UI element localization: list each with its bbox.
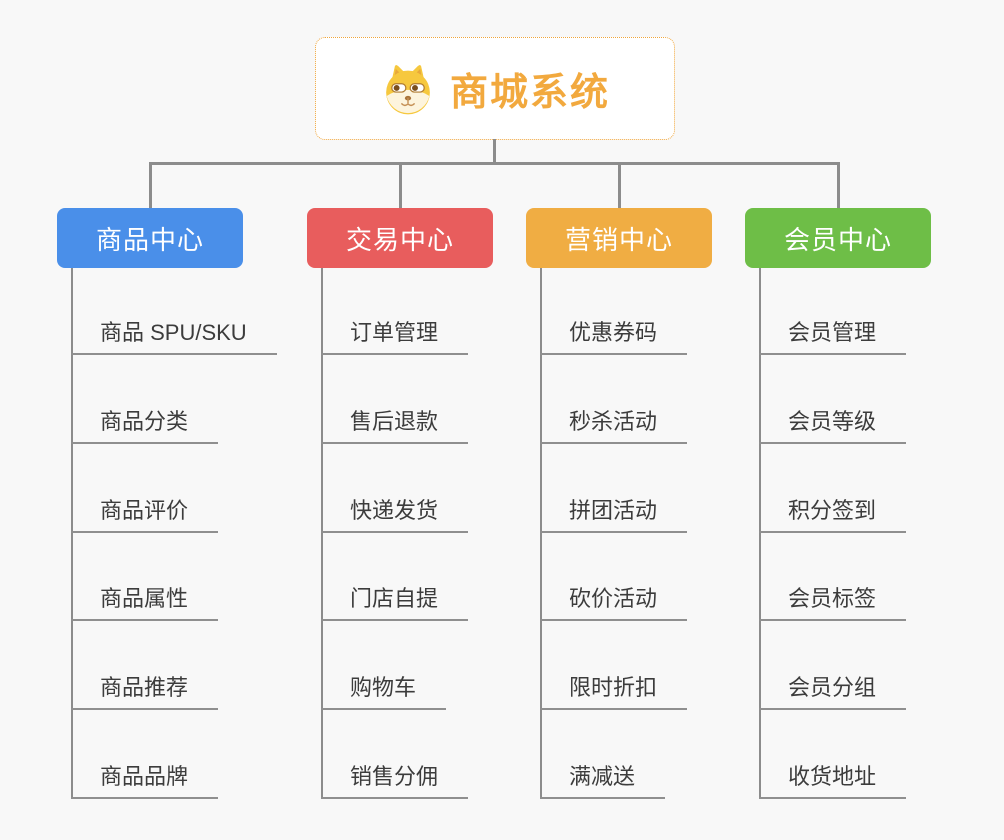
leaf-node[interactable]: 优惠券码 (540, 313, 688, 355)
leaf-node[interactable]: 限时折扣 (540, 668, 688, 711)
branch-header-4[interactable]: 会员中心 (745, 208, 931, 268)
branch-header-2[interactable]: 交易中心 (307, 208, 493, 268)
connector-drop-4 (836, 162, 840, 209)
branch-trunk-line (321, 268, 323, 799)
leaf-node[interactable]: 销售分佣 (321, 757, 469, 799)
leaf-node[interactable]: 秒杀活动 (540, 402, 688, 444)
leaf-node[interactable]: 购物车 (321, 668, 447, 711)
leaf-node[interactable]: 售后退款 (321, 402, 469, 444)
leaf-node[interactable]: 商品属性 (71, 579, 219, 622)
leaf-node[interactable]: 会员标签 (759, 579, 907, 622)
shiba-dog-icon (386, 64, 430, 114)
leaf-node[interactable]: 收货地址 (759, 757, 907, 799)
leaf-node[interactable]: 拼团活动 (540, 491, 688, 533)
leaf-node[interactable]: 会员分组 (759, 668, 907, 711)
root-title: 商城系统 (449, 72, 610, 114)
root-node[interactable]: 商城系统 (315, 37, 675, 140)
leaf-node[interactable]: 商品品牌 (71, 757, 219, 799)
leaf-node[interactable]: 门店自提 (321, 579, 469, 622)
leaf-node[interactable]: 订单管理 (321, 313, 469, 355)
leaf-node[interactable]: 满减送 (540, 757, 666, 799)
connector-bus (148, 162, 840, 165)
leaf-node[interactable]: 商品分类 (71, 402, 219, 444)
connector-drop-3 (617, 162, 621, 209)
leaf-node[interactable]: 积分签到 (759, 491, 907, 533)
leaf-node[interactable]: 商品 SPU/SKU (71, 313, 277, 355)
leaf-node[interactable]: 会员等级 (759, 402, 907, 444)
branch-trunk-line (540, 268, 542, 799)
branch-header-3[interactable]: 营销中心 (526, 208, 712, 268)
leaf-node[interactable]: 会员管理 (759, 313, 907, 355)
connector-drop-2 (398, 162, 402, 209)
leaf-node[interactable]: 商品推荐 (71, 668, 219, 711)
leaf-node[interactable]: 砍价活动 (540, 579, 688, 622)
connector-root-stub (492, 139, 496, 165)
leaf-node[interactable]: 商品评价 (71, 491, 219, 533)
branch-header-1[interactable]: 商品中心 (57, 208, 243, 268)
connector-drop-1 (148, 162, 152, 209)
branch-trunk-line (71, 268, 73, 799)
leaf-node[interactable]: 快递发货 (321, 491, 469, 533)
branch-trunk-line (759, 268, 761, 799)
